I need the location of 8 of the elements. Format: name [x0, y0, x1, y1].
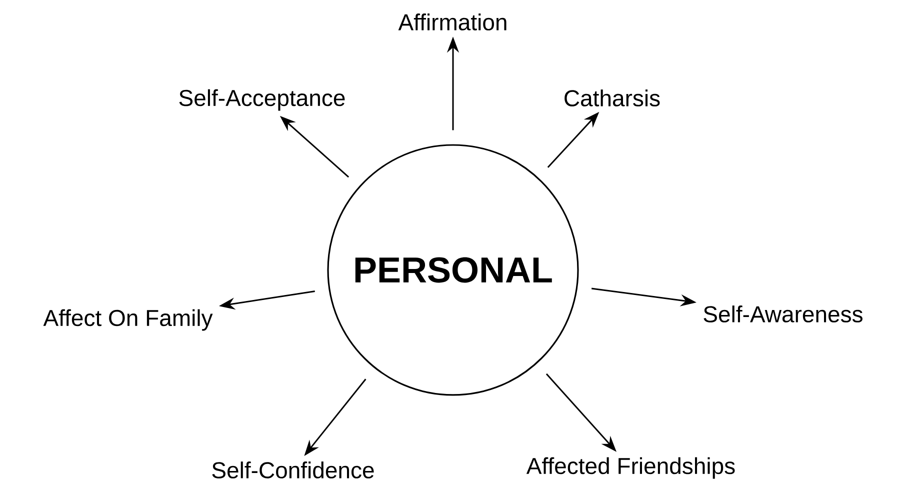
text-label: Affirmation	[398, 14, 506, 30]
text-label: Catharsis	[564, 90, 660, 106]
circle-node: PERSONAL	[327, 144, 579, 396]
text-label: Self-Acceptance	[179, 89, 345, 111]
text-label: Affected Friendships	[526, 457, 735, 479]
text-label: Self-Awareness	[704, 306, 862, 322]
text-label: Self-Confidence	[212, 462, 374, 478]
text-label: Affect On Family	[43, 309, 213, 331]
